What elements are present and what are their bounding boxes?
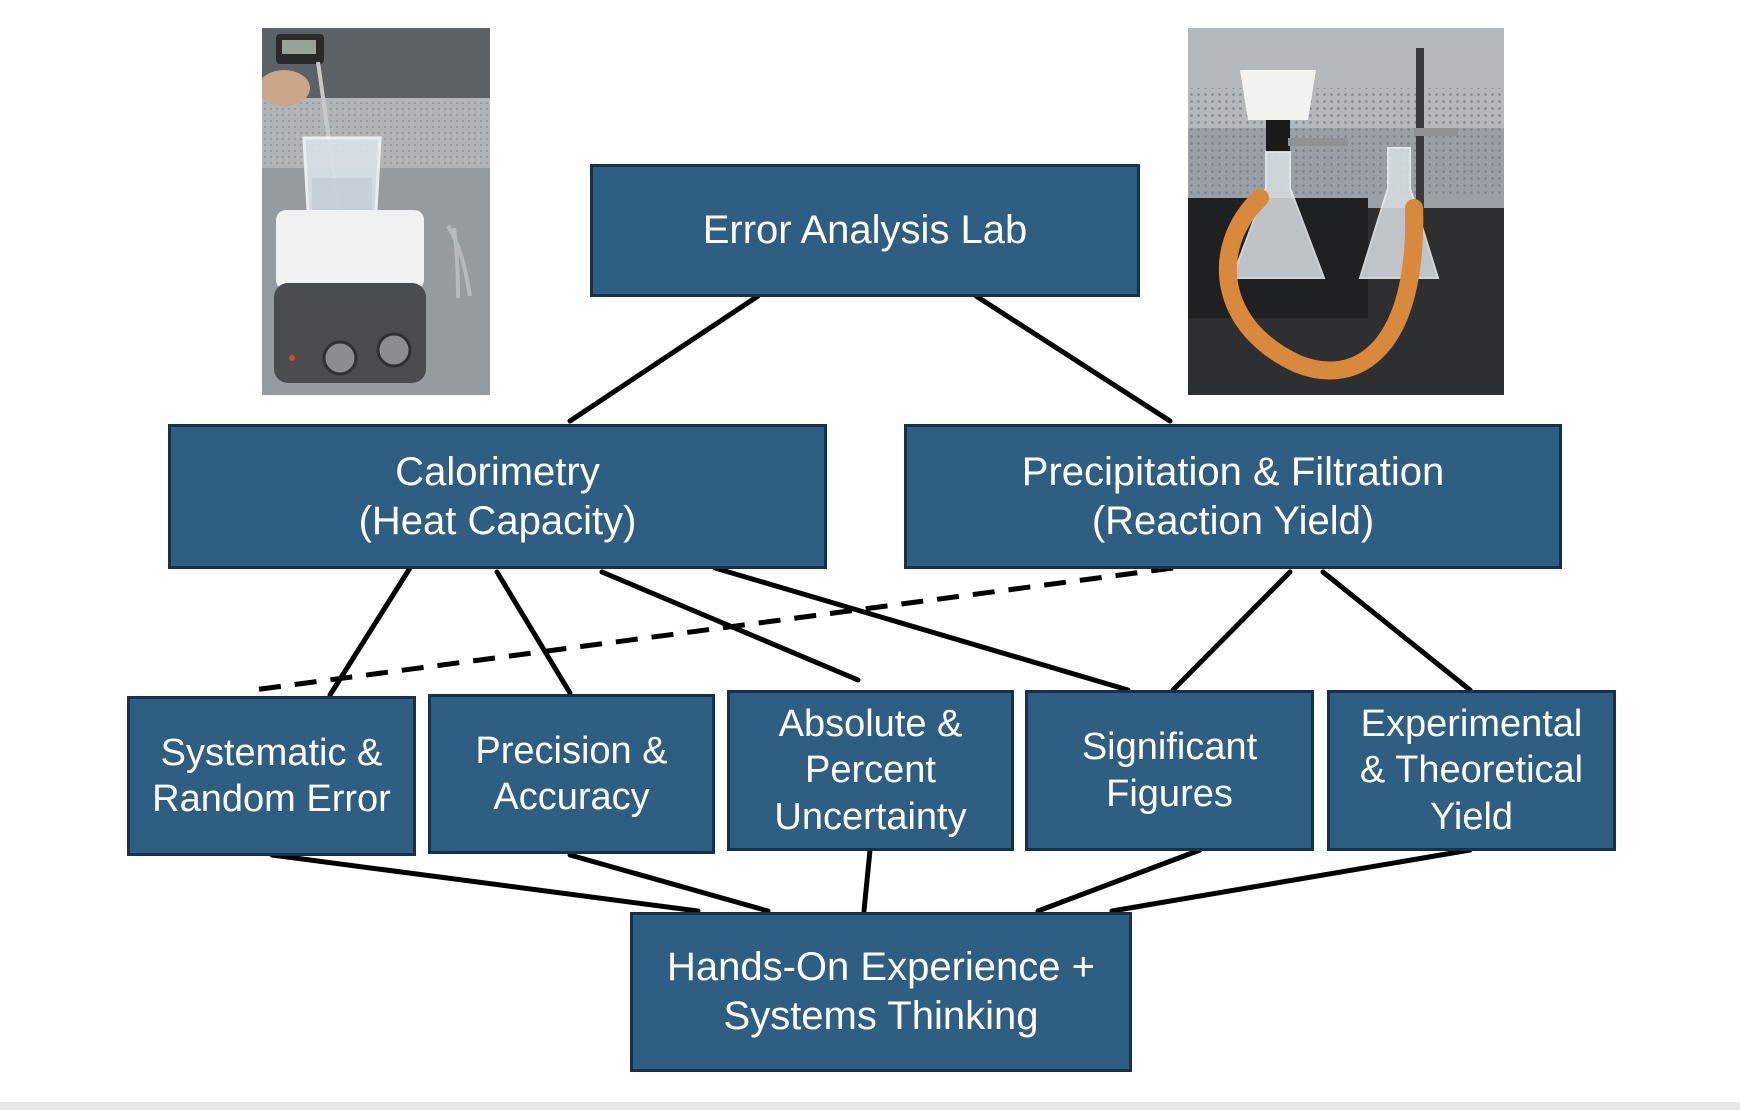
node-sigfigs-line-2: Figures <box>1106 772 1233 815</box>
node-yield-line-2: & Theoretical <box>1359 749 1584 792</box>
node-handson-line-2: Systems Thinking <box>723 994 1039 1038</box>
node-absolute-line-1: Absolute & <box>778 702 963 745</box>
node-precision-accuracy: Precision & Accuracy <box>428 694 715 854</box>
node-precision-line-1: Precision & <box>475 729 668 772</box>
node-absolute-line-3: Uncertainty <box>774 795 967 838</box>
edge-sigfigs-handson <box>1035 847 1203 914</box>
edge-calorimetry-systematic <box>327 565 413 698</box>
edge-precision-handson <box>567 852 771 914</box>
node-systematic-line-2: Random Error <box>152 778 391 820</box>
node-handson-line-1: Hands-On Experience + <box>666 945 1095 990</box>
node-sigfigs-line-1: Significant <box>1081 726 1258 769</box>
node-systematic-line-1: Systematic & <box>160 731 383 774</box>
node-yield-line-1: Experimental <box>1360 702 1583 745</box>
edge-calorimetry-precision <box>494 569 573 696</box>
edge-precipitation-systematic-dashed <box>245 565 1174 694</box>
node-experimental-theoretical-yield: Experimental & Theoretical Yield <box>1327 690 1616 851</box>
node-precipitation-line-2: (Reaction Yield) <box>1091 498 1375 543</box>
node-error-analysis-lab-line-1: Error Analysis Lab <box>702 208 1028 253</box>
edge-root-calorimetry <box>567 293 761 424</box>
node-calorimetry-line-2: (Heat Capacity) <box>358 498 637 543</box>
node-precipitation-filtration: Precipitation & Filtration (Reaction Yie… <box>904 424 1562 569</box>
edge-precipitation-yield <box>1320 569 1473 693</box>
vacuum-filtration-flasks-photo <box>1188 28 1504 395</box>
node-calorimetry-line-1: Calorimetry <box>395 449 600 494</box>
node-absolute-line-2: Percent <box>805 749 936 792</box>
edge-yield-handson <box>1109 847 1473 914</box>
node-precipitation-line-1: Precipitation & Filtration <box>1021 449 1445 494</box>
edge-absolute-handson <box>861 847 873 914</box>
node-systematic-random-error: Systematic & Random Error <box>127 696 416 856</box>
edge-precipitation-sigfigs <box>1170 569 1293 693</box>
node-calorimetry: Calorimetry (Heat Capacity) <box>168 424 827 569</box>
node-error-analysis-lab: Error Analysis Lab <box>590 164 1140 297</box>
edge-systematic-handson <box>269 852 701 914</box>
edge-calorimetry-sigfigs <box>712 565 1131 693</box>
calorimetry-hotplate-beaker-photo <box>262 28 490 395</box>
node-precision-line-2: Accuracy <box>493 776 650 818</box>
node-significant-figures: Significant Figures <box>1025 690 1314 851</box>
node-yield-line-3: Yield <box>1429 795 1514 838</box>
node-hands-on-systems-thinking: Hands-On Experience + Systems Thinking <box>630 912 1132 1072</box>
edge-root-precipitation <box>973 293 1173 424</box>
node-absolute-percent-uncertainty: Absolute & Percent Uncertainty <box>727 690 1014 851</box>
bottom-edge-strip <box>0 1102 1740 1110</box>
